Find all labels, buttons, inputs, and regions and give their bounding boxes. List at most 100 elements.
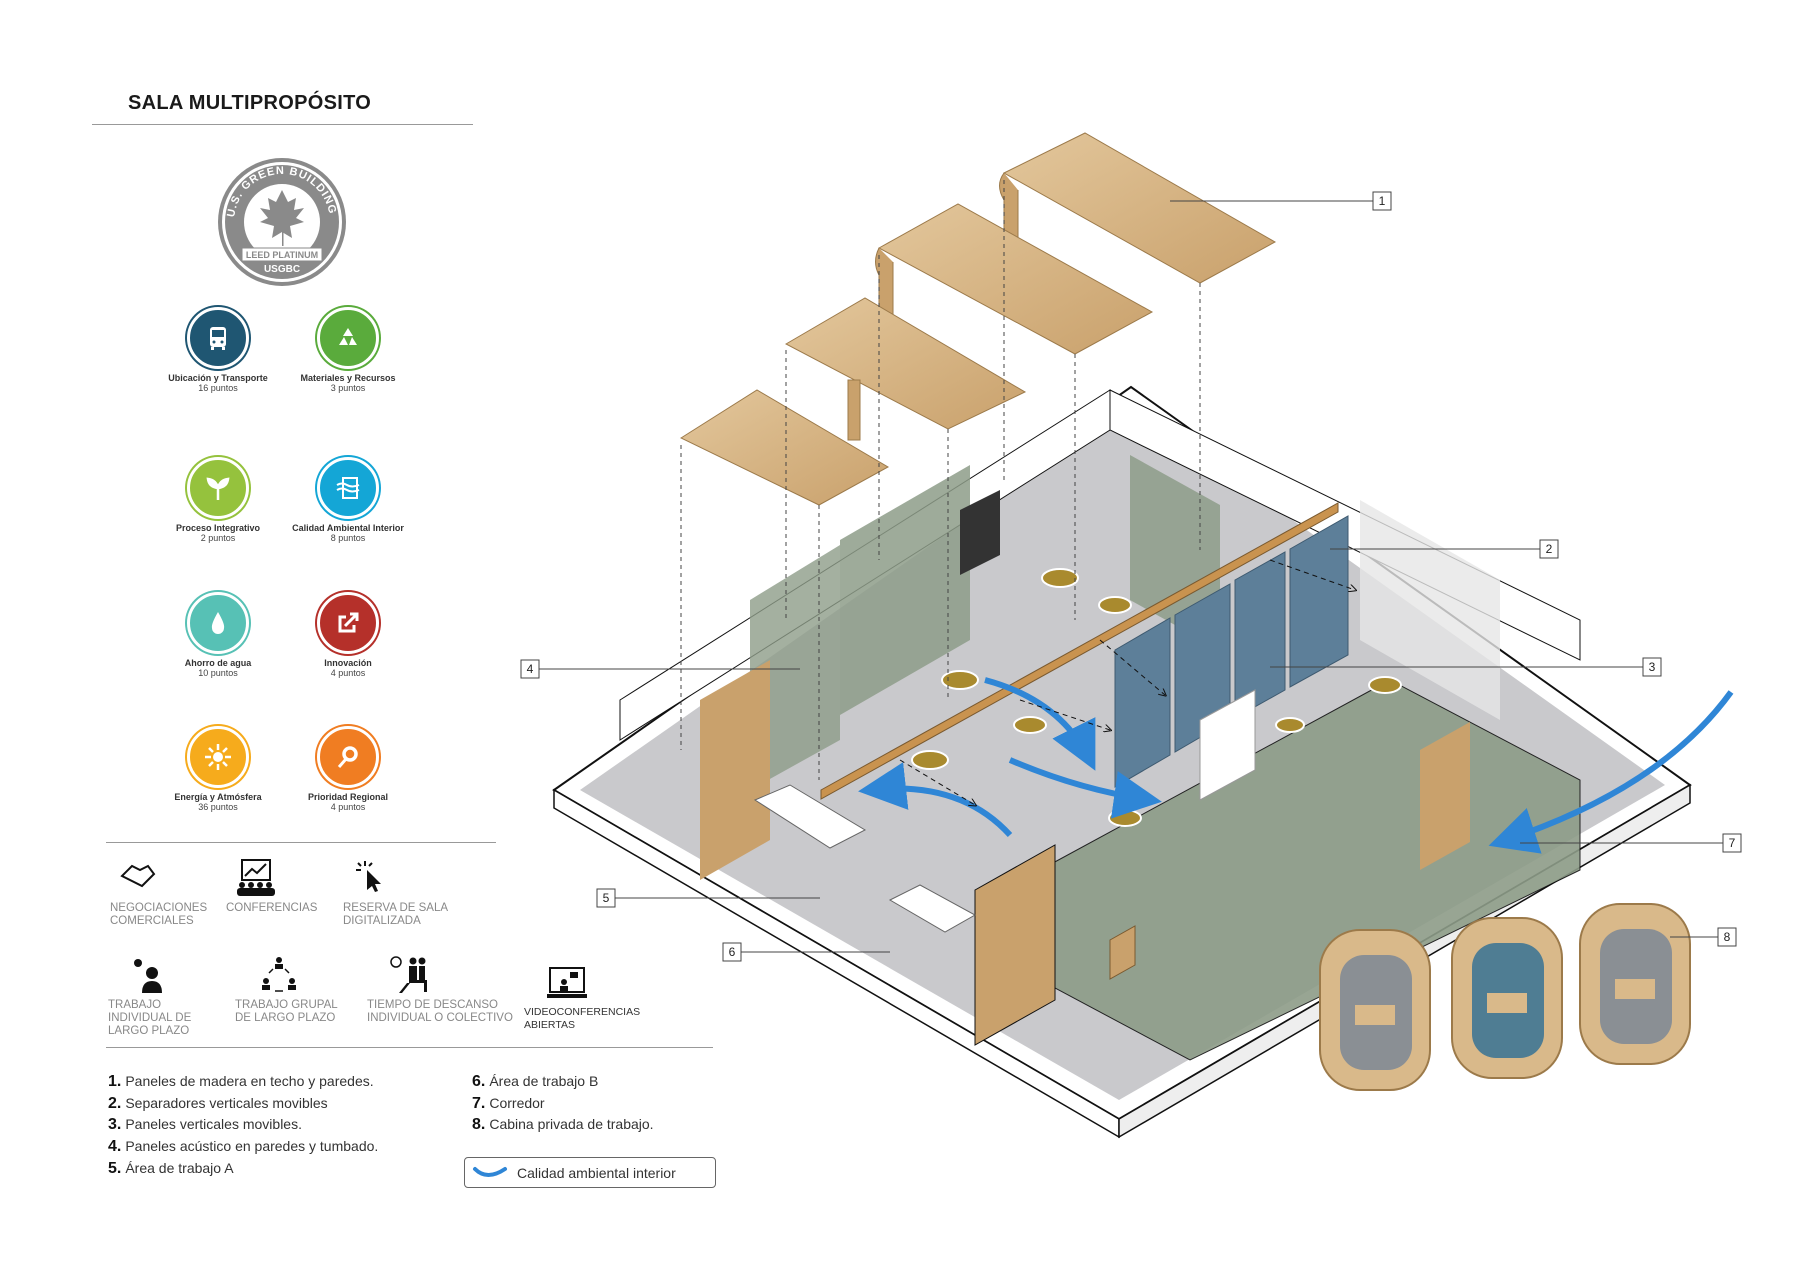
callout-5: 5: [596, 888, 820, 908]
title-divider: [92, 124, 473, 125]
work-tables: [753, 784, 977, 933]
callout-number: 4: [527, 662, 534, 676]
callout-7: 7: [1520, 833, 1742, 853]
movable-blue-panels: [1114, 515, 1349, 788]
handshake-icon: [120, 864, 156, 888]
innovation-arrow-icon: [317, 592, 379, 654]
page-title: SALA MULTIPROPÓSITO: [128, 92, 372, 114]
activity-label: VIDEOCONFERENCIAS ABIERTAS: [524, 1006, 641, 1031]
white-panel: [1199, 689, 1256, 801]
category-points: 3 puntos: [330, 383, 366, 393]
activity-label: TIEMPO DE DESCANSO INDIVIDUAL O COLECTIV…: [367, 999, 513, 1024]
category-name: Calidad Ambiental Interior: [292, 523, 404, 533]
activity-label: TRABAJO GRUPAL DE LARGO PLAZO: [235, 999, 338, 1024]
callout-number: 6: [729, 945, 736, 959]
activity-label: RESERVA DE SALA DIGITALIZADA: [343, 902, 448, 927]
activity-label: CONFERENCIAS: [226, 902, 318, 914]
wood-ceiling-panels: [679, 132, 1277, 506]
callout-number: 1: [1379, 194, 1386, 208]
leed-category-innovacion: Innovación 4 puntos: [278, 592, 418, 678]
location-pin-icon: [317, 726, 379, 788]
category-points: 36 puntos: [198, 802, 238, 812]
leed-category-calidad-ambiental-interior: Calidad Ambiental Interior 8 puntos: [278, 457, 418, 543]
leed-category-proceso-integrativo: Proceso Integrativo 2 puntos: [148, 457, 288, 543]
legend-item: 8.Cabina privada de trabajo.: [472, 1114, 654, 1136]
legend-number: 2.: [108, 1094, 122, 1112]
legend-text: Paneles verticales movibles.: [125, 1116, 302, 1133]
category-name: Ubicación y Transporte: [168, 373, 268, 383]
callout-box: [722, 942, 742, 962]
booth: [1451, 917, 1563, 1079]
category-points: 16 puntos: [198, 383, 238, 393]
category-points: 10 puntos: [198, 668, 238, 678]
rest-icon: [390, 956, 427, 993]
activity-negociaciones-comerciales: NEGOCIACIONES COMERCIALES: [110, 858, 215, 928]
maple-leaf-icon: [260, 190, 304, 238]
badge-level: LEED PLATINUM: [246, 250, 318, 260]
legend-column-1: 1.Paneles de madera en techo y paredes.2…: [108, 1071, 378, 1180]
activity-label: TRABAJO INDIVIDUAL DE LARGO PLAZO: [108, 999, 192, 1037]
booth: [1579, 903, 1691, 1065]
category-name: Materiales y Recursos: [300, 373, 396, 383]
legend-number: 7.: [472, 1094, 486, 1112]
legend-item: 5.Área de trabajo A: [108, 1158, 378, 1180]
category-name: Innovación: [324, 658, 372, 668]
legend-item: 1.Paneles de madera en techo y paredes.: [108, 1071, 378, 1093]
callout-4: 4: [520, 659, 800, 679]
leed-category-ubicacion-y-transporte: Ubicación y Transporte 16 puntos: [148, 307, 288, 393]
group-work-icon: [262, 957, 296, 992]
category-name: Ahorro de agua: [184, 658, 252, 668]
category-points: 4 puntos: [330, 802, 366, 812]
activity-trabajo-individual-de-largo-plazo: TRABAJO INDIVIDUAL DE LARGO PLAZO: [108, 955, 213, 1038]
callout-box: [1372, 191, 1392, 211]
category-name: Prioridad Regional: [307, 792, 388, 802]
category-name: Energía y Atmósfera: [174, 792, 262, 802]
leed-category-ahorro-de-agua: Ahorro de agua 10 puntos: [148, 592, 288, 678]
legend-item: 4.Paneles acústico en paredes y tumbado.: [108, 1136, 378, 1158]
activity-videoconferencias-abiertas: VIDEOCONFERENCIAS ABIERTAS: [524, 962, 641, 1032]
legend-number: 4.: [108, 1138, 122, 1156]
callout-number: 5: [603, 891, 610, 905]
sun-icon: [187, 726, 249, 788]
callout-number: 3: [1649, 660, 1656, 674]
air-flow-icon: [473, 1166, 507, 1177]
booth: [1319, 929, 1431, 1091]
callout-box: [1539, 539, 1559, 559]
air-quality-label: Calidad ambiental interior: [517, 1164, 676, 1181]
legend-text: Cabina privada de trabajo.: [489, 1116, 654, 1133]
legend-number: 3.: [108, 1116, 122, 1134]
cursor-click-icon: [356, 861, 381, 892]
activity-conferencias: CONFERENCIAS: [226, 858, 331, 915]
legend-item: 3.Paneles verticales movibles.: [108, 1114, 378, 1136]
bus-icon: [187, 307, 249, 369]
callout-box: [1722, 833, 1742, 853]
legend-number: 8.: [472, 1116, 486, 1134]
leed-category-materiales-y-recursos: Materiales y Recursos 3 puntos: [278, 307, 418, 393]
section-divider: [106, 842, 496, 843]
callout-number: 8: [1724, 930, 1731, 944]
legend-number: 6.: [472, 1073, 486, 1090]
recycle-icon: [317, 307, 379, 369]
callout-box: [596, 888, 616, 908]
legend-text: Corredor: [489, 1094, 545, 1111]
front-right-wall: [974, 679, 1581, 1061]
activity-trabajo-grupal-de-largo-plazo: TRABAJO GRUPAL DE LARGO PLAZO: [235, 955, 340, 1025]
legend-text: Área de trabajo B: [489, 1073, 599, 1089]
callout-6: 6: [722, 942, 890, 962]
activity-label: NEGOCIACIONES COMERCIALES: [110, 902, 208, 927]
water-drop-icon: [187, 592, 249, 654]
legend-text: Paneles acústico en paredes y tumbado.: [125, 1138, 379, 1155]
legend-text: Separadores verticales movibles: [125, 1094, 328, 1111]
activity-tiempo-de-descanso-individual-o-colectivo: TIEMPO DE DESCANSO INDIVIDUAL O COLECTIV…: [367, 955, 517, 1025]
activity-reserva-de-sala-digitalizada: RESERVA DE SALA DIGITALIZADA: [343, 858, 448, 928]
leed-platinum-badge: U.S. GREEN BUILDING COUNCIL LEED PLATINU…: [214, 154, 346, 286]
sprout-icon: [187, 457, 249, 519]
callout-number: 7: [1729, 836, 1736, 850]
callout-box: [1717, 927, 1737, 947]
category-name: Proceso Integrativo: [175, 523, 261, 533]
category-points: 8 puntos: [330, 533, 366, 543]
legend-item: 2.Separadores verticales movibles: [108, 1093, 378, 1115]
leed-category-prioridad-regional: Prioridad Regional 4 puntos: [278, 726, 418, 812]
